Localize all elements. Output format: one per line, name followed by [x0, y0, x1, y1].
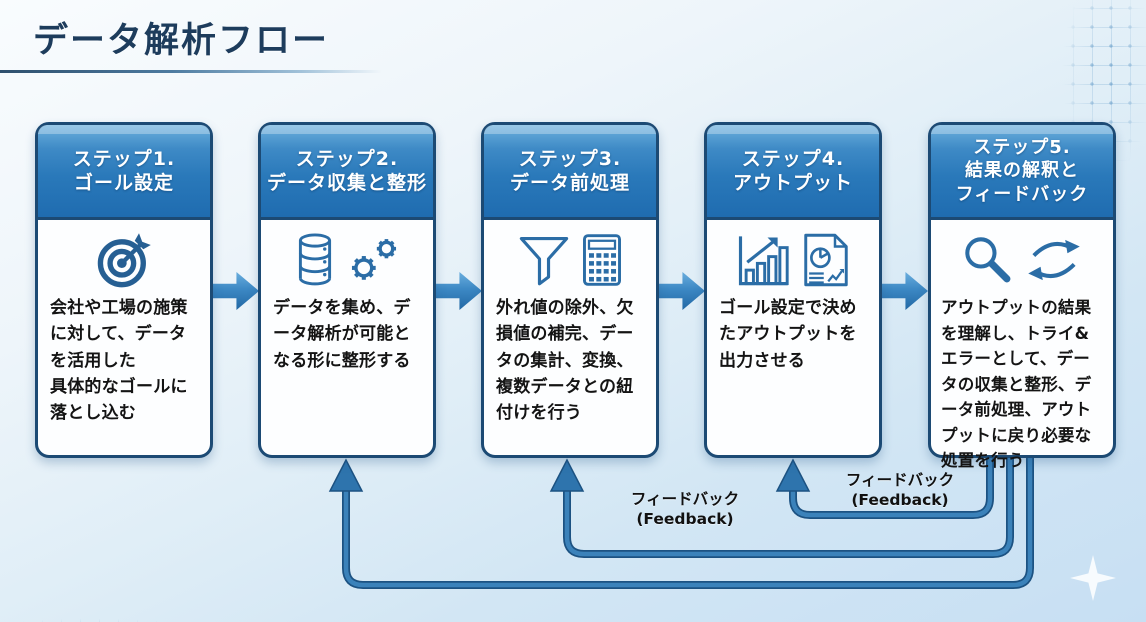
step-5-header: ステップ5. 結果の解釈と フィードバック: [931, 125, 1113, 220]
report-icon: [804, 233, 848, 287]
page-title: データ解析フロー: [33, 21, 330, 61]
cycle-arrows-icon: [1028, 239, 1080, 281]
funnel-icon: [519, 236, 569, 286]
arrow-up-icon: [328, 458, 364, 492]
step-5-description: アウトプットの結果を理解し、トライ&エラーとして、データの収集と整形、データ前処…: [941, 298, 1092, 471]
feedback-path-to-step3: [549, 450, 1014, 558]
step-4-description: ゴール設定で決めたアウトプットを出力させる: [719, 298, 857, 371]
step-card-3: ステップ3. データ前処理 外れ値の除外、欠損値の補完、データの集計、変換、複数…: [481, 122, 659, 458]
step-2-header: ステップ2. データ収集と整形: [261, 125, 433, 220]
step-3-description: 外れ値の除外、欠損値の補完、データの集計、変換、複数データとの紐付けを行う: [496, 298, 634, 424]
feedback-label-left: フィードバック (Feedback): [630, 490, 740, 529]
arrow-up-icon: [775, 458, 811, 492]
step-card-4: ステップ4. アウトプット: [704, 122, 882, 458]
step-card-2: ステップ2. データ収集と整形: [258, 122, 436, 458]
step-4-header: ステップ4. アウトプット: [707, 125, 879, 220]
step-2-description: データを集め、データ解析が可能となる形に整形する: [273, 298, 411, 371]
database-icon: [298, 233, 332, 286]
step-1-description: 会社や工場の施策に対して、データを活用した 具体的なゴールに落とし込む: [50, 298, 188, 424]
arrow-up-icon: [549, 458, 585, 492]
gears-icon: [351, 239, 397, 280]
bar-chart-icon: [738, 236, 789, 286]
magnifier-icon: [965, 237, 1011, 283]
title-underline: [0, 70, 382, 73]
step-3-header: ステップ3. データ前処理: [484, 125, 656, 220]
target-icon: [97, 233, 151, 288]
step-card-5: ステップ5. 結果の解釈と フィードバック アウトプットの結果を理解し、トライ&…: [928, 122, 1116, 470]
calculator-icon: [583, 234, 621, 286]
feedback-label-right: フィードバック (Feedback): [845, 471, 955, 510]
step-card-1: ステップ1. ゴール設定 会社や工場の施策に対して、データを活用した 具体的なゴ…: [35, 122, 213, 458]
step-1-header: ステップ1. ゴール設定: [38, 125, 210, 220]
